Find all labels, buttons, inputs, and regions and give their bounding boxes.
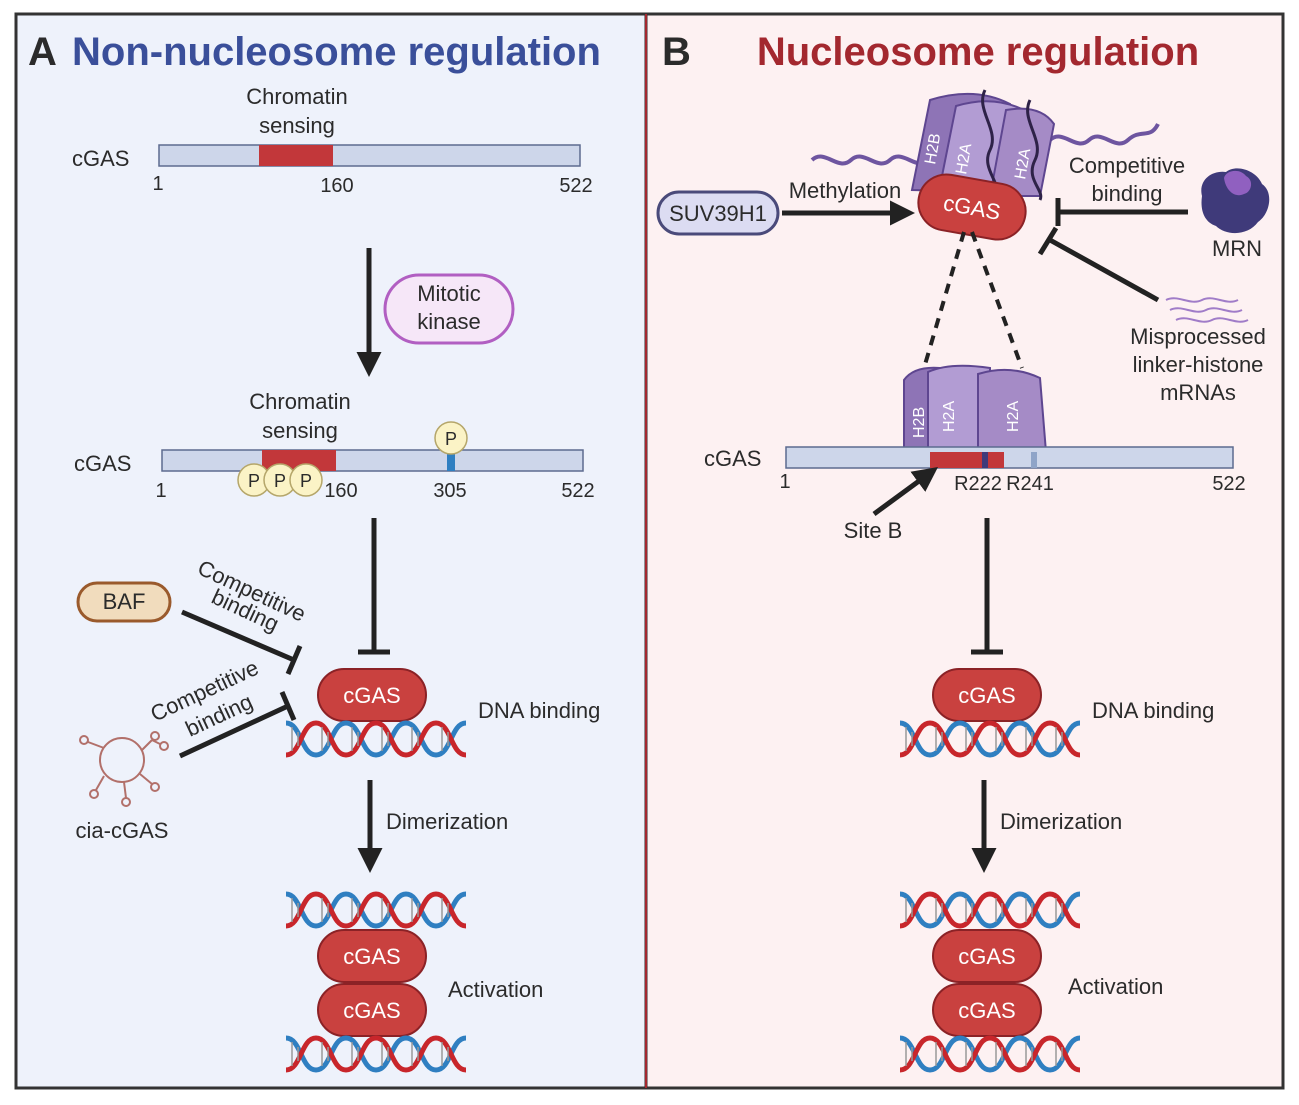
dimerization-label-b: Dimerization <box>1000 809 1122 834</box>
activation-label-a: Activation <box>448 977 543 1002</box>
tick-160: 160 <box>320 175 353 197</box>
mitotic-label-2: kinase <box>417 309 481 334</box>
cgas-bar-label-b: cGAS <box>704 446 761 471</box>
phospho-2-label: P <box>274 471 286 491</box>
cgas-blob-a3-label: cGAS <box>343 998 400 1023</box>
phospho-3 <box>289 463 323 497</box>
tick-160-b: 160 <box>324 480 357 502</box>
cia-inhibit-line <box>178 703 290 759</box>
competitive-label-b: Competitive <box>1069 153 1185 178</box>
tick-1-bb: 1 <box>779 471 790 493</box>
phospho-1-label: P <box>248 471 260 491</box>
cgas-blob-a2 <box>317 929 427 983</box>
site-305-mark <box>447 450 455 471</box>
baf-inhibit-line <box>181 609 295 663</box>
r222-mark <box>982 452 988 468</box>
panel-a-letter: A <box>28 30 57 74</box>
panel-b-title: Nucleosome regulation <box>757 30 1199 74</box>
cgas-bar-label-2: cGAS <box>74 451 131 476</box>
mitotic-label-1: Mitotic <box>417 281 481 306</box>
tick-522-bb: 522 <box>1212 473 1245 495</box>
tick-305: 305 <box>433 480 466 502</box>
cia-cgas-rna-icon <box>79 731 169 807</box>
cgas-blob-a3 <box>317 983 427 1037</box>
tick-522-b: 522 <box>561 480 594 502</box>
activation-label-b: Activation <box>1068 974 1163 999</box>
h2a-label-top-2: H2A <box>1012 147 1034 181</box>
dna-binding-label-b: DNA binding <box>1092 698 1214 723</box>
dimerization-label-a: Dimerization <box>386 809 508 834</box>
suv39h1-pill <box>656 190 780 236</box>
h2b-label-top: H2B <box>922 132 944 166</box>
r222-label: R222 <box>954 473 1002 495</box>
phospho-305 <box>434 421 468 455</box>
mrna-squiggle-icon <box>1165 297 1249 323</box>
cgas-bar-label: cGAS <box>72 146 129 171</box>
mitotic-kinase-pill <box>383 273 515 345</box>
site-b-label: Site B <box>844 518 903 543</box>
cgas-blob-b2 <box>932 929 1042 983</box>
tick-1: 1 <box>152 173 163 195</box>
methylation-label: Methylation <box>789 178 902 203</box>
chromatin-label-4: sensing <box>262 418 338 443</box>
cgas-blob-a1-label: cGAS <box>343 683 400 708</box>
panel-b-letter: B <box>662 30 691 74</box>
h2b-label-bottom: H2B <box>911 407 928 438</box>
tick-1-b: 1 <box>155 480 166 502</box>
cgas-blob-a2-label: cGAS <box>343 944 400 969</box>
cgas-domain-bar-b <box>785 446 1234 469</box>
chromatin-label-3: Chromatin <box>249 389 350 414</box>
h2a-label-top-1: H2A <box>953 142 975 176</box>
misprocessed-label-2: linker-histone <box>1133 352 1264 377</box>
r241-label: R241 <box>1006 473 1054 495</box>
mrna-inhibit-line <box>1048 237 1160 303</box>
binding-label-b: binding <box>1092 181 1163 206</box>
mrn-complex-icon <box>1201 168 1270 234</box>
dna-binding-label-a: DNA binding <box>478 698 600 723</box>
cgas-domain-bar-2 <box>161 449 584 472</box>
suv39h1-label: SUV39H1 <box>669 201 767 226</box>
nucleosome-top: H2B H2A H2A <box>810 89 1160 202</box>
chromatin-sensing-region <box>259 145 333 166</box>
phospho-305-label: P <box>445 429 457 449</box>
tick-522: 522 <box>559 175 592 197</box>
site-b-region <box>930 452 1004 468</box>
cgas-blob-a1 <box>317 668 427 722</box>
site-b-arrow <box>872 467 939 517</box>
baf-label: BAF <box>103 589 146 614</box>
cgas-blob-top: cGAS <box>917 173 1027 241</box>
nucleosome-bottom: H2B H2A H2A <box>903 364 1048 453</box>
chromatin-label-2: sensing <box>259 113 335 138</box>
h2a-label-bottom-1: H2A <box>941 401 958 432</box>
zoom-line-left <box>922 231 966 369</box>
zoom-line-right <box>970 231 1024 369</box>
chromatin-label-1: Chromatin <box>246 84 347 109</box>
baf-pill <box>76 581 172 623</box>
cgas-blob-b2-label: cGAS <box>958 944 1015 969</box>
r241-mark <box>1031 452 1037 468</box>
panel-a-title: Non-nucleosome regulation <box>72 30 601 74</box>
misprocessed-label-1: Misprocessed <box>1130 324 1266 349</box>
cgas-domain-bar <box>158 144 581 167</box>
cgas-blob-b3-label: cGAS <box>958 998 1015 1023</box>
misprocessed-label-3: mRNAs <box>1160 380 1236 405</box>
cgas-blob-b1-label: cGAS <box>958 683 1015 708</box>
cia-cgas-label: cia-cGAS <box>76 818 169 843</box>
phospho-3-label: P <box>300 471 312 491</box>
mrn-label: MRN <box>1212 236 1262 261</box>
h2a-label-bottom-2: H2A <box>1005 401 1022 432</box>
